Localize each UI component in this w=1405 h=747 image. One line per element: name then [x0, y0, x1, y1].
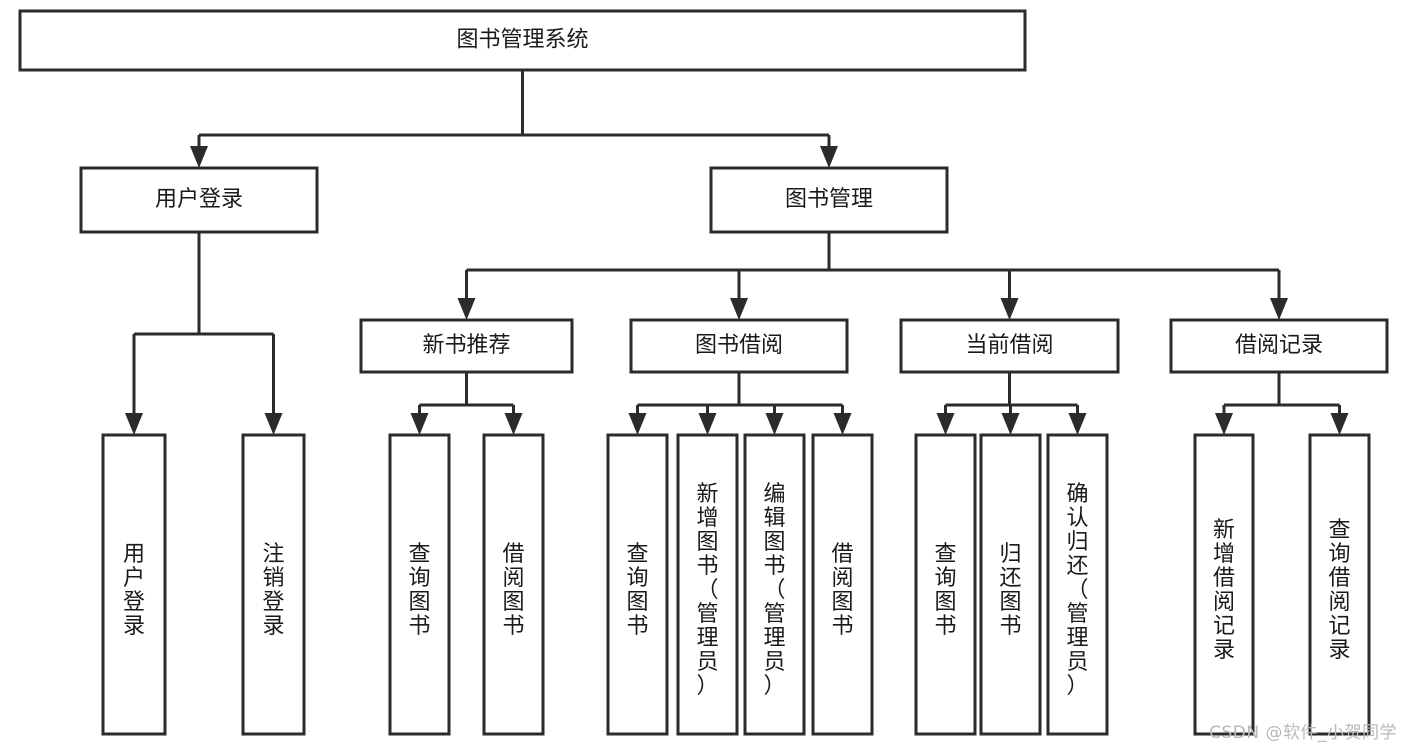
arrow-head-icon-current_borrow [1000, 298, 1019, 320]
node-leaf_confirm_return-box[interactable] [1046, 433, 1109, 736]
node-user_login[interactable]: 用户登录 [79, 166, 319, 234]
node-leaf_edit_book-label: 编辑图书（管理员） [763, 482, 785, 699]
node-leaf_user_login[interactable]: 用户登录 [101, 433, 167, 736]
node-leaf_borrow_book_2[interactable]: 借阅图书 [811, 433, 874, 736]
node-book_manage-box[interactable] [709, 166, 949, 234]
node-leaf_query_record-label: 查询借阅记录 [1328, 518, 1350, 663]
node-leaf_query_book_2-box[interactable] [606, 433, 669, 736]
arrow-head-icon-leaf_add_record [1215, 413, 1233, 435]
node-borrow_record-label: 借阅记录 [1235, 333, 1323, 358]
node-leaf_edit_book[interactable]: 编辑图书（管理员） [743, 433, 806, 736]
node-root-system-box[interactable] [18, 9, 1027, 72]
node-borrow_record-box[interactable] [1169, 318, 1389, 374]
arrow-head-icon-leaf_borrow_book_1 [504, 413, 523, 435]
arrow-head-icon-leaf_logout [264, 413, 283, 435]
node-leaf_query_book_1-label: 查询图书 [408, 542, 430, 639]
node-leaf_borrow_book_1[interactable]: 借阅图书 [482, 433, 545, 736]
node-leaf_logout-label: 注销登录 [262, 542, 284, 639]
node-leaf_add_record-box[interactable] [1193, 433, 1255, 736]
arrow-head-icon-borrow_record [1270, 298, 1288, 320]
node-leaf_add_record[interactable]: 新增借阅记录 [1193, 433, 1255, 736]
node-leaf_add_book-box[interactable] [676, 433, 739, 736]
node-user_login-label: 用户登录 [155, 187, 243, 212]
node-leaf_user_login-box[interactable] [101, 433, 167, 736]
node-leaf_add_book-label: 新增图书（管理员） [696, 482, 718, 699]
node-current_borrow-label: 当前借阅 [965, 333, 1053, 358]
node-new_book_rec-label: 新书推荐 [422, 333, 510, 358]
arrow-head-icon-leaf_return_book [1001, 413, 1020, 435]
node-book_borrow-label: 图书借阅 [695, 333, 783, 358]
node-leaf_query_book_2-label: 查询图书 [626, 542, 648, 639]
node-root-system[interactable]: 图书管理系统 [18, 9, 1027, 72]
node-leaf_confirm_return[interactable]: 确认归还（管理员） [1046, 433, 1109, 736]
node-leaf_add_book[interactable]: 新增图书（管理员） [676, 433, 739, 736]
arrow-head-icon-user_login [190, 146, 208, 168]
node-layer: 图书管理系统用户登录图书管理新书推荐图书借阅当前借阅借阅记录用户登录注销登录查询… [18, 9, 1389, 736]
arrow-head-icon-leaf_edit_book [765, 413, 784, 435]
node-leaf_borrow_book_2-box[interactable] [811, 433, 874, 736]
node-leaf_return_book-box[interactable] [979, 433, 1042, 736]
node-book_manage-label: 图书管理 [785, 187, 873, 212]
arrow-head-icon-leaf_user_login [125, 413, 143, 435]
node-leaf_query_record[interactable]: 查询借阅记录 [1308, 433, 1371, 736]
node-borrow_record[interactable]: 借阅记录 [1169, 318, 1389, 374]
node-leaf_query_book_3-label: 查询图书 [934, 542, 956, 639]
node-leaf_return_book-label: 归还图书 [999, 542, 1021, 639]
arrow-head-icon-leaf_confirm_return [1068, 413, 1087, 435]
arrow-head-icon-leaf_query_book_2 [628, 413, 647, 435]
node-leaf_return_book[interactable]: 归还图书 [979, 433, 1042, 736]
node-root-system-label: 图书管理系统 [456, 28, 588, 53]
arrow-head-icon-book_borrow [730, 298, 748, 320]
node-user_login-box[interactable] [79, 166, 319, 234]
node-leaf_logout[interactable]: 注销登录 [241, 433, 306, 736]
node-leaf_query_book_3-box[interactable] [914, 433, 977, 736]
node-current_borrow-box[interactable] [899, 318, 1120, 374]
node-leaf_user_login-label: 用户登录 [123, 542, 145, 639]
node-leaf_query_book_2[interactable]: 查询图书 [606, 433, 669, 736]
node-new_book_rec[interactable]: 新书推荐 [359, 318, 574, 374]
arrow-head-icon-leaf_borrow_book_2 [833, 413, 852, 435]
node-leaf_confirm_return-label: 确认归还（管理员） [1066, 482, 1088, 699]
node-leaf_query_book_1[interactable]: 查询图书 [388, 433, 451, 736]
arrow-head-icon-book_manage [820, 146, 838, 168]
arrow-head-icon-leaf_query_book_1 [410, 413, 429, 435]
node-leaf_add_record-label: 新增借阅记录 [1213, 518, 1235, 663]
node-leaf_borrow_book_1-label: 借阅图书 [502, 542, 524, 639]
arrow-head-icon-leaf_add_book [698, 413, 717, 435]
node-book_borrow-box[interactable] [629, 318, 849, 374]
node-current_borrow[interactable]: 当前借阅 [899, 318, 1120, 374]
connector-layer [125, 70, 1349, 435]
node-leaf_borrow_book_1-box[interactable] [482, 433, 545, 736]
node-new_book_rec-box[interactable] [359, 318, 574, 374]
arrow-head-icon-leaf_query_book_3 [936, 413, 955, 435]
node-leaf_query_record-box[interactable] [1308, 433, 1371, 736]
node-leaf_borrow_book_2-label: 借阅图书 [831, 542, 853, 639]
node-book_manage[interactable]: 图书管理 [709, 166, 949, 234]
node-leaf_edit_book-box[interactable] [743, 433, 806, 736]
node-leaf_query_book_1-box[interactable] [388, 433, 451, 736]
node-book_borrow[interactable]: 图书借阅 [629, 318, 849, 374]
arrow-head-icon-leaf_query_record [1330, 413, 1349, 435]
node-leaf_query_book_3[interactable]: 查询图书 [914, 433, 977, 736]
node-leaf_logout-box[interactable] [241, 433, 306, 736]
arrow-head-icon-new_book_rec [457, 298, 476, 320]
